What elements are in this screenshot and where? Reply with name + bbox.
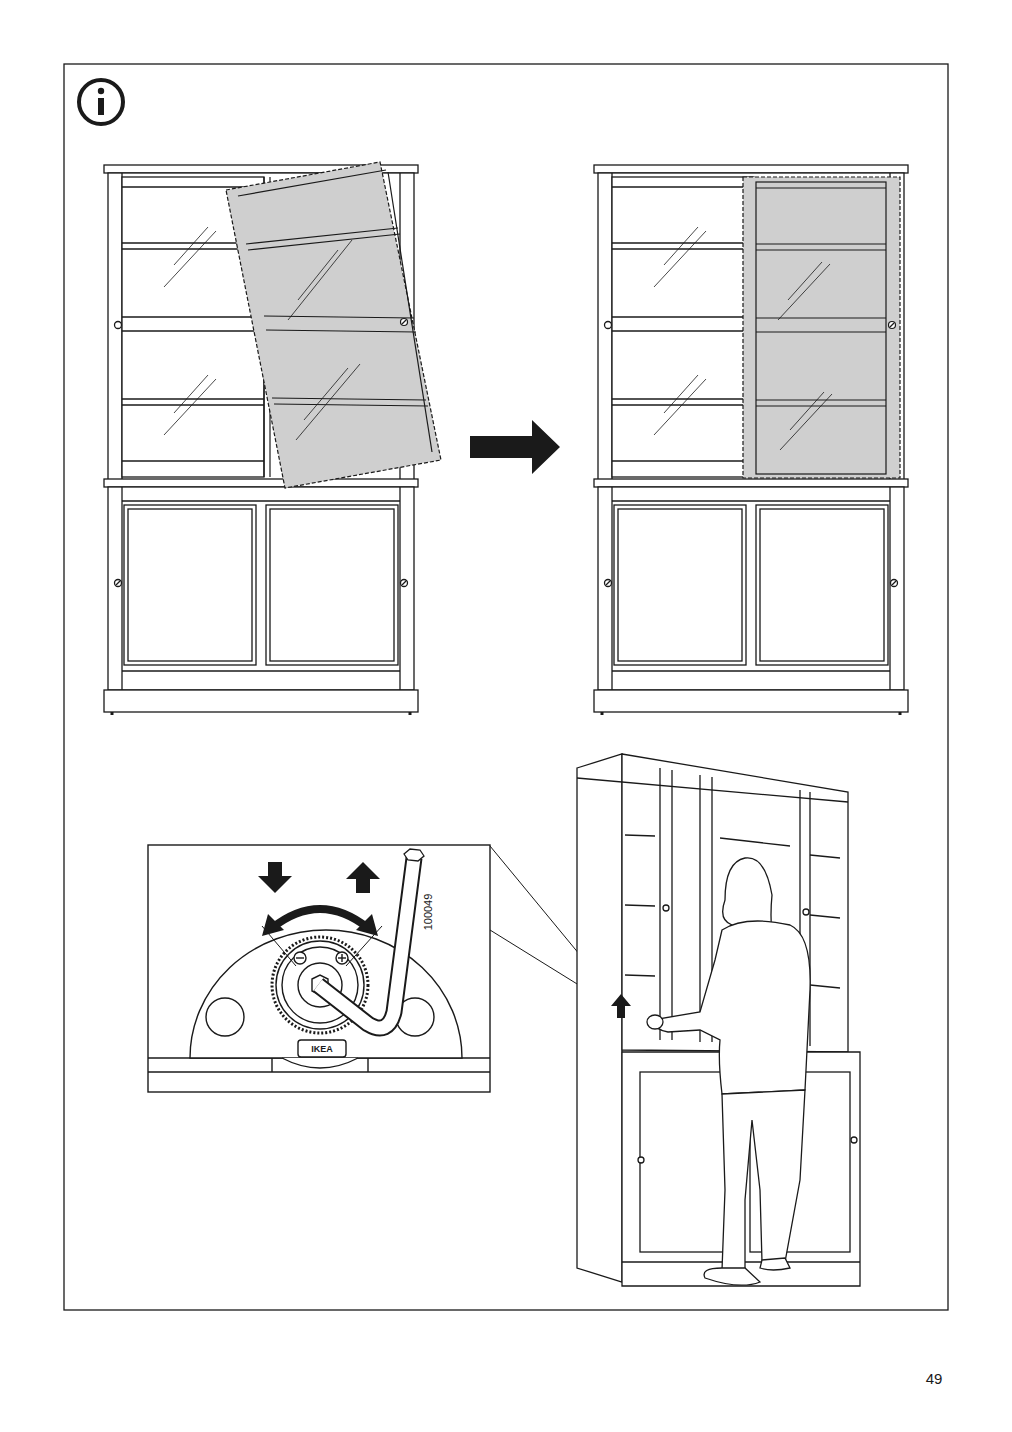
part-number: 100049 (423, 894, 434, 931)
page-number: 49 (926, 1371, 943, 1386)
brand-logo: IKEA (311, 1045, 333, 1054)
